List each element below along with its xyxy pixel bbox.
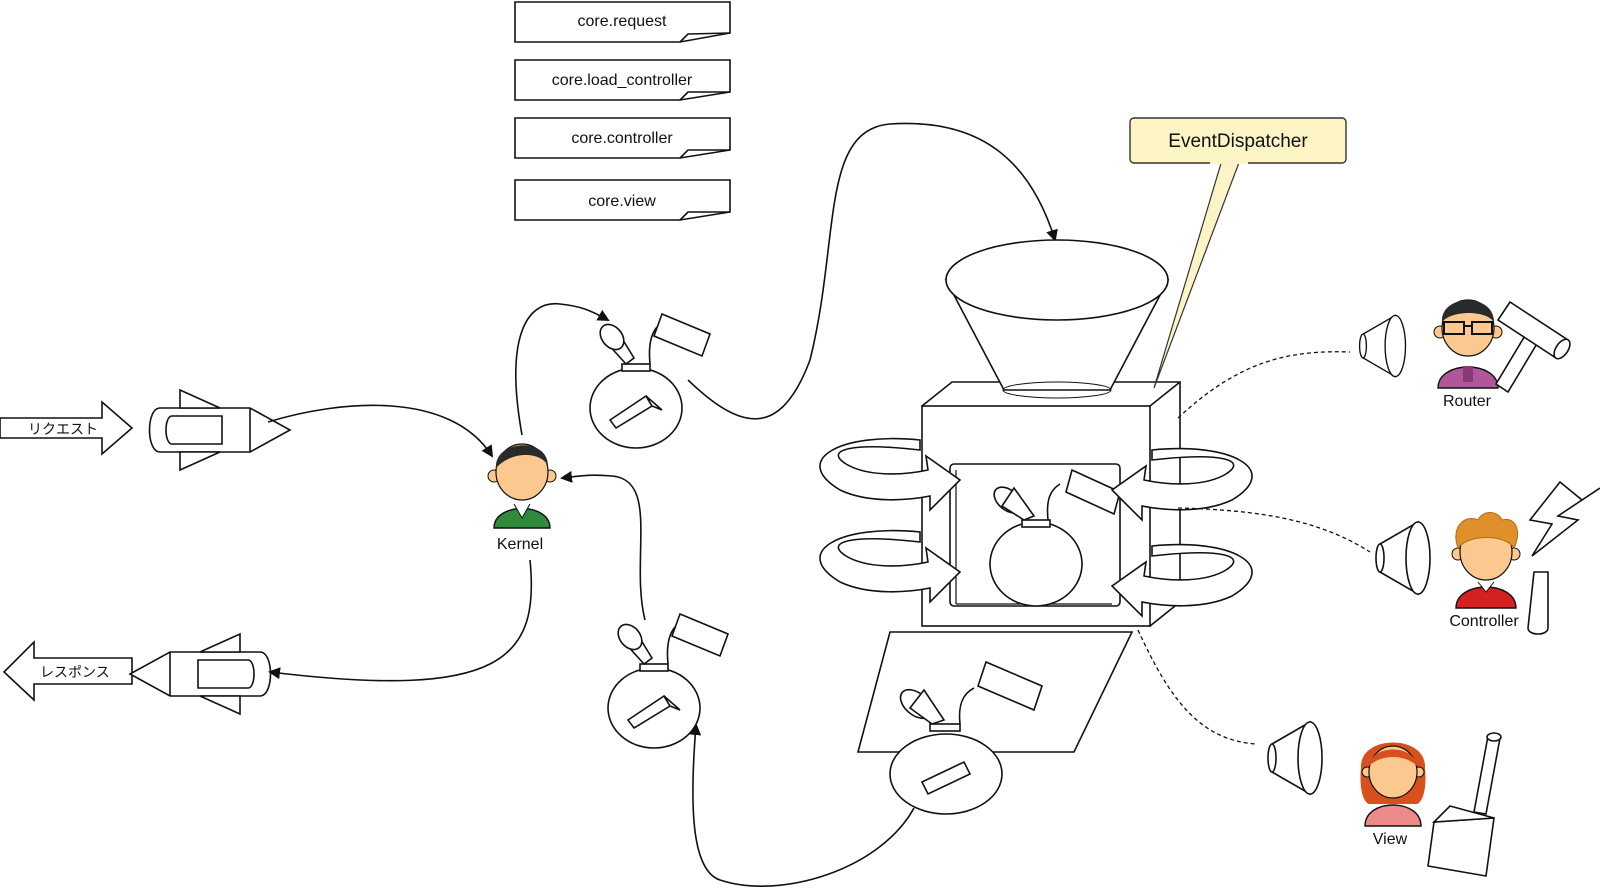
flow-event-to-dispatcher xyxy=(687,122,1058,420)
event-label: core.controller xyxy=(571,130,673,147)
flow-request-to-kernel xyxy=(267,404,494,458)
kernel-label: Kernel xyxy=(497,536,543,553)
response-label: レスポンス xyxy=(40,665,110,681)
event-note-core-request: core.request xyxy=(514,1,731,43)
event-dispatcher-callout: EventDispatcher xyxy=(1129,117,1347,389)
event-label: core.view xyxy=(588,193,656,210)
event-note-core-load-controller: core.load_controller xyxy=(514,59,731,101)
event-note-core-controller: core.controller xyxy=(514,117,731,159)
controller-megaphone xyxy=(1375,521,1431,595)
router-label: Router xyxy=(1443,393,1492,410)
event-bag-tray xyxy=(889,660,1043,815)
view-label: View xyxy=(1373,831,1408,848)
flow-kernel-to-response xyxy=(268,559,533,682)
controller-lightning-icon xyxy=(1527,480,1600,635)
event-note-core-view: core.view xyxy=(514,179,731,221)
flow-kernel-to-event xyxy=(515,303,610,436)
response-arrow: レスポンス xyxy=(2,640,133,702)
event-label: core.request xyxy=(578,13,667,30)
event-dispatcher-label: EventDispatcher xyxy=(1168,131,1308,152)
event-bag-top xyxy=(589,313,711,449)
link-controller xyxy=(1177,507,1371,553)
view-person xyxy=(1360,742,1426,827)
response-rocket xyxy=(129,633,272,715)
loop-arrow-right-1 xyxy=(1110,447,1253,522)
request-rocket xyxy=(148,389,291,471)
request-label: リクエスト xyxy=(28,422,98,438)
event-label: core.load_controller xyxy=(552,72,693,89)
view-megaphone xyxy=(1267,721,1323,795)
event-bag-bottom xyxy=(607,613,729,749)
loop-arrow-left-2 xyxy=(819,529,962,604)
controller-label: Controller xyxy=(1449,613,1519,630)
router-person xyxy=(1433,299,1503,389)
router-hammer-icon xyxy=(1494,300,1571,394)
kernel-person xyxy=(487,443,557,529)
link-router xyxy=(1177,351,1351,419)
flow-to-kernel-return xyxy=(560,470,646,621)
router-megaphone xyxy=(1358,314,1407,378)
flow-dispatcher-back xyxy=(689,723,915,887)
link-view xyxy=(1137,629,1257,745)
loop-arrow-right-2 xyxy=(1110,543,1253,618)
request-arrow: リクエスト xyxy=(0,400,134,456)
controller-person xyxy=(1451,512,1521,609)
loop-arrow-left-1 xyxy=(819,437,962,512)
view-stamp-icon xyxy=(1427,732,1502,877)
event-dispatcher-machine xyxy=(856,239,1181,753)
